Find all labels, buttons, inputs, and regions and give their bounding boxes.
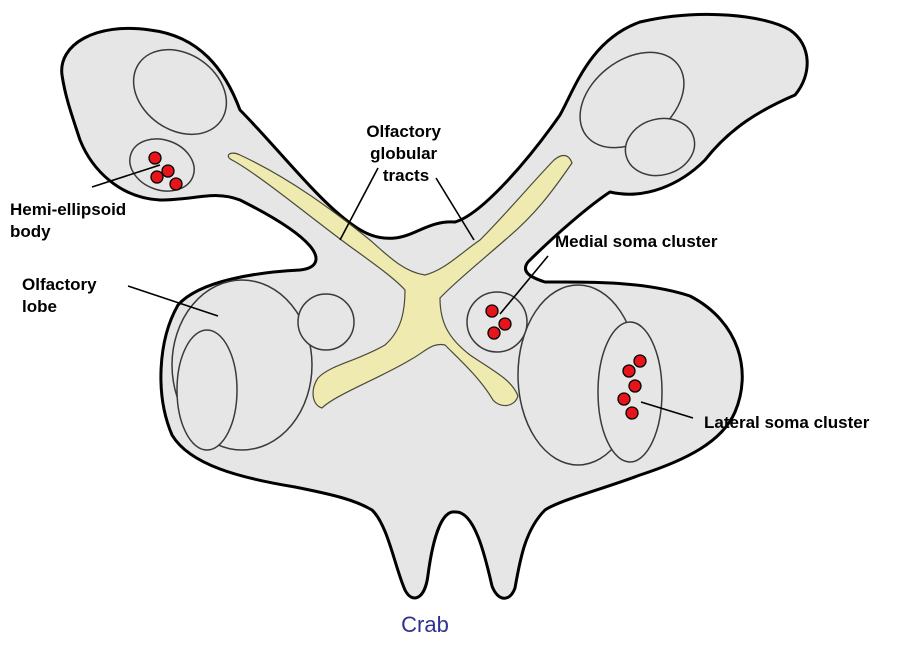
soma-dot [149,152,161,164]
soma-dot [499,318,511,330]
soma-dot [623,365,635,377]
left-olfactory-lobe-inner [177,330,237,450]
globular-tracts-label-line1: Olfactory [366,122,441,141]
globular-tracts-label: Olfactory globular tracts [366,122,445,185]
soma-dot [488,327,500,339]
globular-tracts-label-line2: globular [370,144,437,163]
lateral-soma-label: Lateral soma cluster [704,413,870,432]
hemi-ellipsoid-label: Hemi-ellipsoid body [10,200,131,241]
soma-dot [162,165,174,177]
soma-dot [486,305,498,317]
left-accessory-circle [298,294,354,350]
species-caption: Crab [401,612,449,637]
medial-soma-label: Medial soma cluster [555,232,718,251]
soma-dot [170,178,182,190]
soma-dot [618,393,630,405]
soma-dot [626,407,638,419]
olfactory-lobe-label: Olfactory lobe [22,275,101,316]
soma-dot [151,171,163,183]
soma-dot [634,355,646,367]
olfactory-lobe-label-line2: lobe [22,297,57,316]
right-olfactory-lobe-inner [598,322,662,462]
olfactory-lobe-label-line1: Olfactory [22,275,97,294]
soma-dot [629,380,641,392]
hemi-ellipsoid-label-line1: Hemi-ellipsoid [10,200,126,219]
medial-soma-circle [467,292,527,352]
globular-tracts-label-line3: tracts [383,166,429,185]
hemi-ellipsoid-label-line2: body [10,222,51,241]
